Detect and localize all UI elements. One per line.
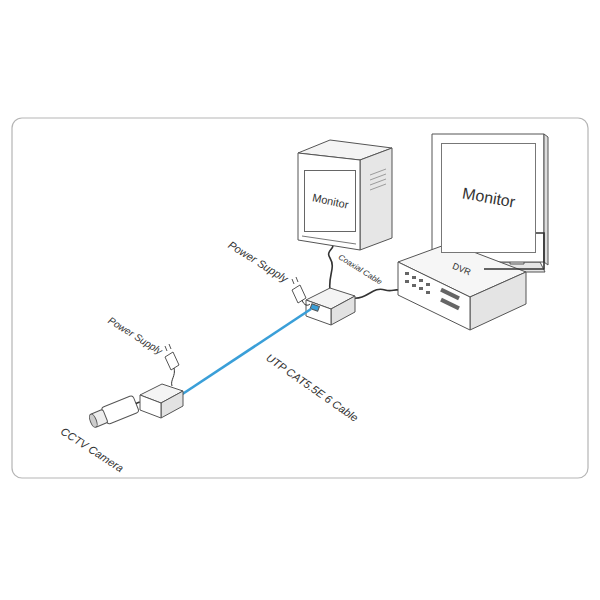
- coaxial-cable: [329, 246, 398, 298]
- power-adapter: [165, 344, 179, 386]
- utp-cable: [178, 309, 311, 397]
- dvr-box: [398, 243, 526, 330]
- node-text: Monitor: [461, 185, 516, 210]
- receiver-box: [306, 288, 355, 325]
- transmitter-box: [140, 384, 183, 418]
- monitor-screen: Monitor: [441, 143, 536, 253]
- node-text: Monitor: [311, 192, 349, 210]
- monitor-screen: Monitor: [304, 170, 356, 232]
- device-top: DVR: [440, 258, 484, 280]
- power-adapter: [292, 277, 310, 305]
- node-text: DVR: [451, 261, 472, 276]
- cctv-camera: [87, 394, 143, 431]
- lcd-monitor: [432, 134, 548, 272]
- panel-frame: [12, 118, 588, 478]
- crt-monitor: [298, 140, 392, 250]
